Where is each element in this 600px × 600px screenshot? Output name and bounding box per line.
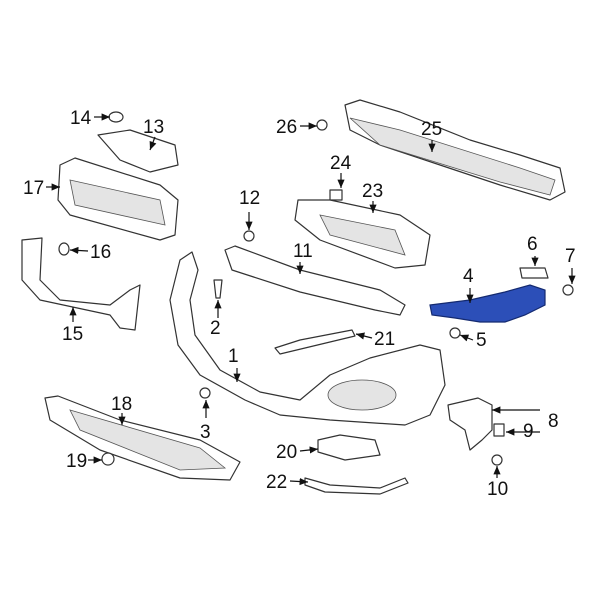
callout-22: 22 — [266, 472, 287, 493]
part-7-bolt[interactable] — [562, 284, 574, 296]
callout-18: 18 — [111, 394, 132, 415]
part-13-cover[interactable] — [97, 129, 179, 173]
leader-line-20 — [299, 446, 319, 454]
part-16-clip[interactable] — [58, 242, 70, 256]
leader-line-21 — [355, 332, 373, 340]
callout-13: 13 — [143, 117, 164, 138]
part-18-face — [69, 409, 227, 471]
part-4-bracket[interactable] — [429, 284, 546, 323]
part-11-grille[interactable] — [224, 245, 406, 316]
part-26-bolt[interactable] — [316, 119, 328, 131]
part-15-bracket[interactable] — [21, 237, 141, 331]
callout-25: 25 — [421, 119, 442, 140]
callout-21: 21 — [374, 329, 395, 350]
part-3-screw[interactable] — [199, 387, 211, 399]
callout-3: 3 — [200, 422, 211, 443]
part-25-face — [349, 117, 556, 196]
leader-line-5 — [459, 334, 474, 342]
callout-15: 15 — [62, 324, 83, 345]
part-23-mesh — [319, 214, 406, 256]
callout-16: 16 — [90, 242, 111, 263]
part-19-clip[interactable] — [101, 452, 115, 466]
parts — [21, 99, 574, 495]
leader-line-22 — [289, 477, 309, 486]
callout-6: 6 — [527, 234, 538, 255]
part-24-nut[interactable] — [329, 189, 343, 201]
callout-8: 8 — [548, 411, 559, 432]
part-6-bracket[interactable] — [519, 267, 549, 279]
callout-24: 24 — [330, 153, 352, 174]
callout-1: 1 — [228, 346, 239, 367]
leader-line-13 — [149, 136, 157, 151]
callout-19: 19 — [66, 451, 87, 472]
part-5-screw[interactable] — [449, 327, 461, 339]
callout-26: 26 — [276, 117, 297, 138]
part-22-trim[interactable] — [304, 477, 409, 495]
part-10-clip[interactable] — [491, 454, 503, 466]
callout-20: 20 — [276, 442, 297, 463]
callout-9: 9 — [523, 421, 534, 442]
part-1-fog-opening — [327, 379, 397, 411]
callout-10: 10 — [487, 479, 508, 500]
part-14-clip[interactable] — [108, 111, 124, 123]
callout-23: 23 — [362, 181, 383, 202]
part-9-nut[interactable] — [493, 423, 505, 437]
callout-11: 11 — [293, 241, 313, 262]
callout-17: 17 — [23, 178, 44, 199]
leader-lines — [46, 113, 576, 486]
callout-4: 4 — [463, 266, 474, 287]
part-17-face — [69, 179, 166, 226]
part-2-screw[interactable] — [213, 279, 223, 299]
callout-14: 14 — [70, 108, 92, 129]
part-8-bracket[interactable] — [447, 397, 493, 451]
callout-7: 7 — [565, 246, 576, 267]
leader-line-16 — [69, 246, 89, 255]
part-20-fog-bezel[interactable] — [317, 434, 381, 461]
part-21-molding[interactable] — [274, 329, 356, 355]
callout-5: 5 — [476, 330, 487, 351]
callout-12: 12 — [239, 188, 260, 209]
part-12-clip[interactable] — [243, 230, 255, 242]
callout-2: 2 — [210, 318, 221, 339]
